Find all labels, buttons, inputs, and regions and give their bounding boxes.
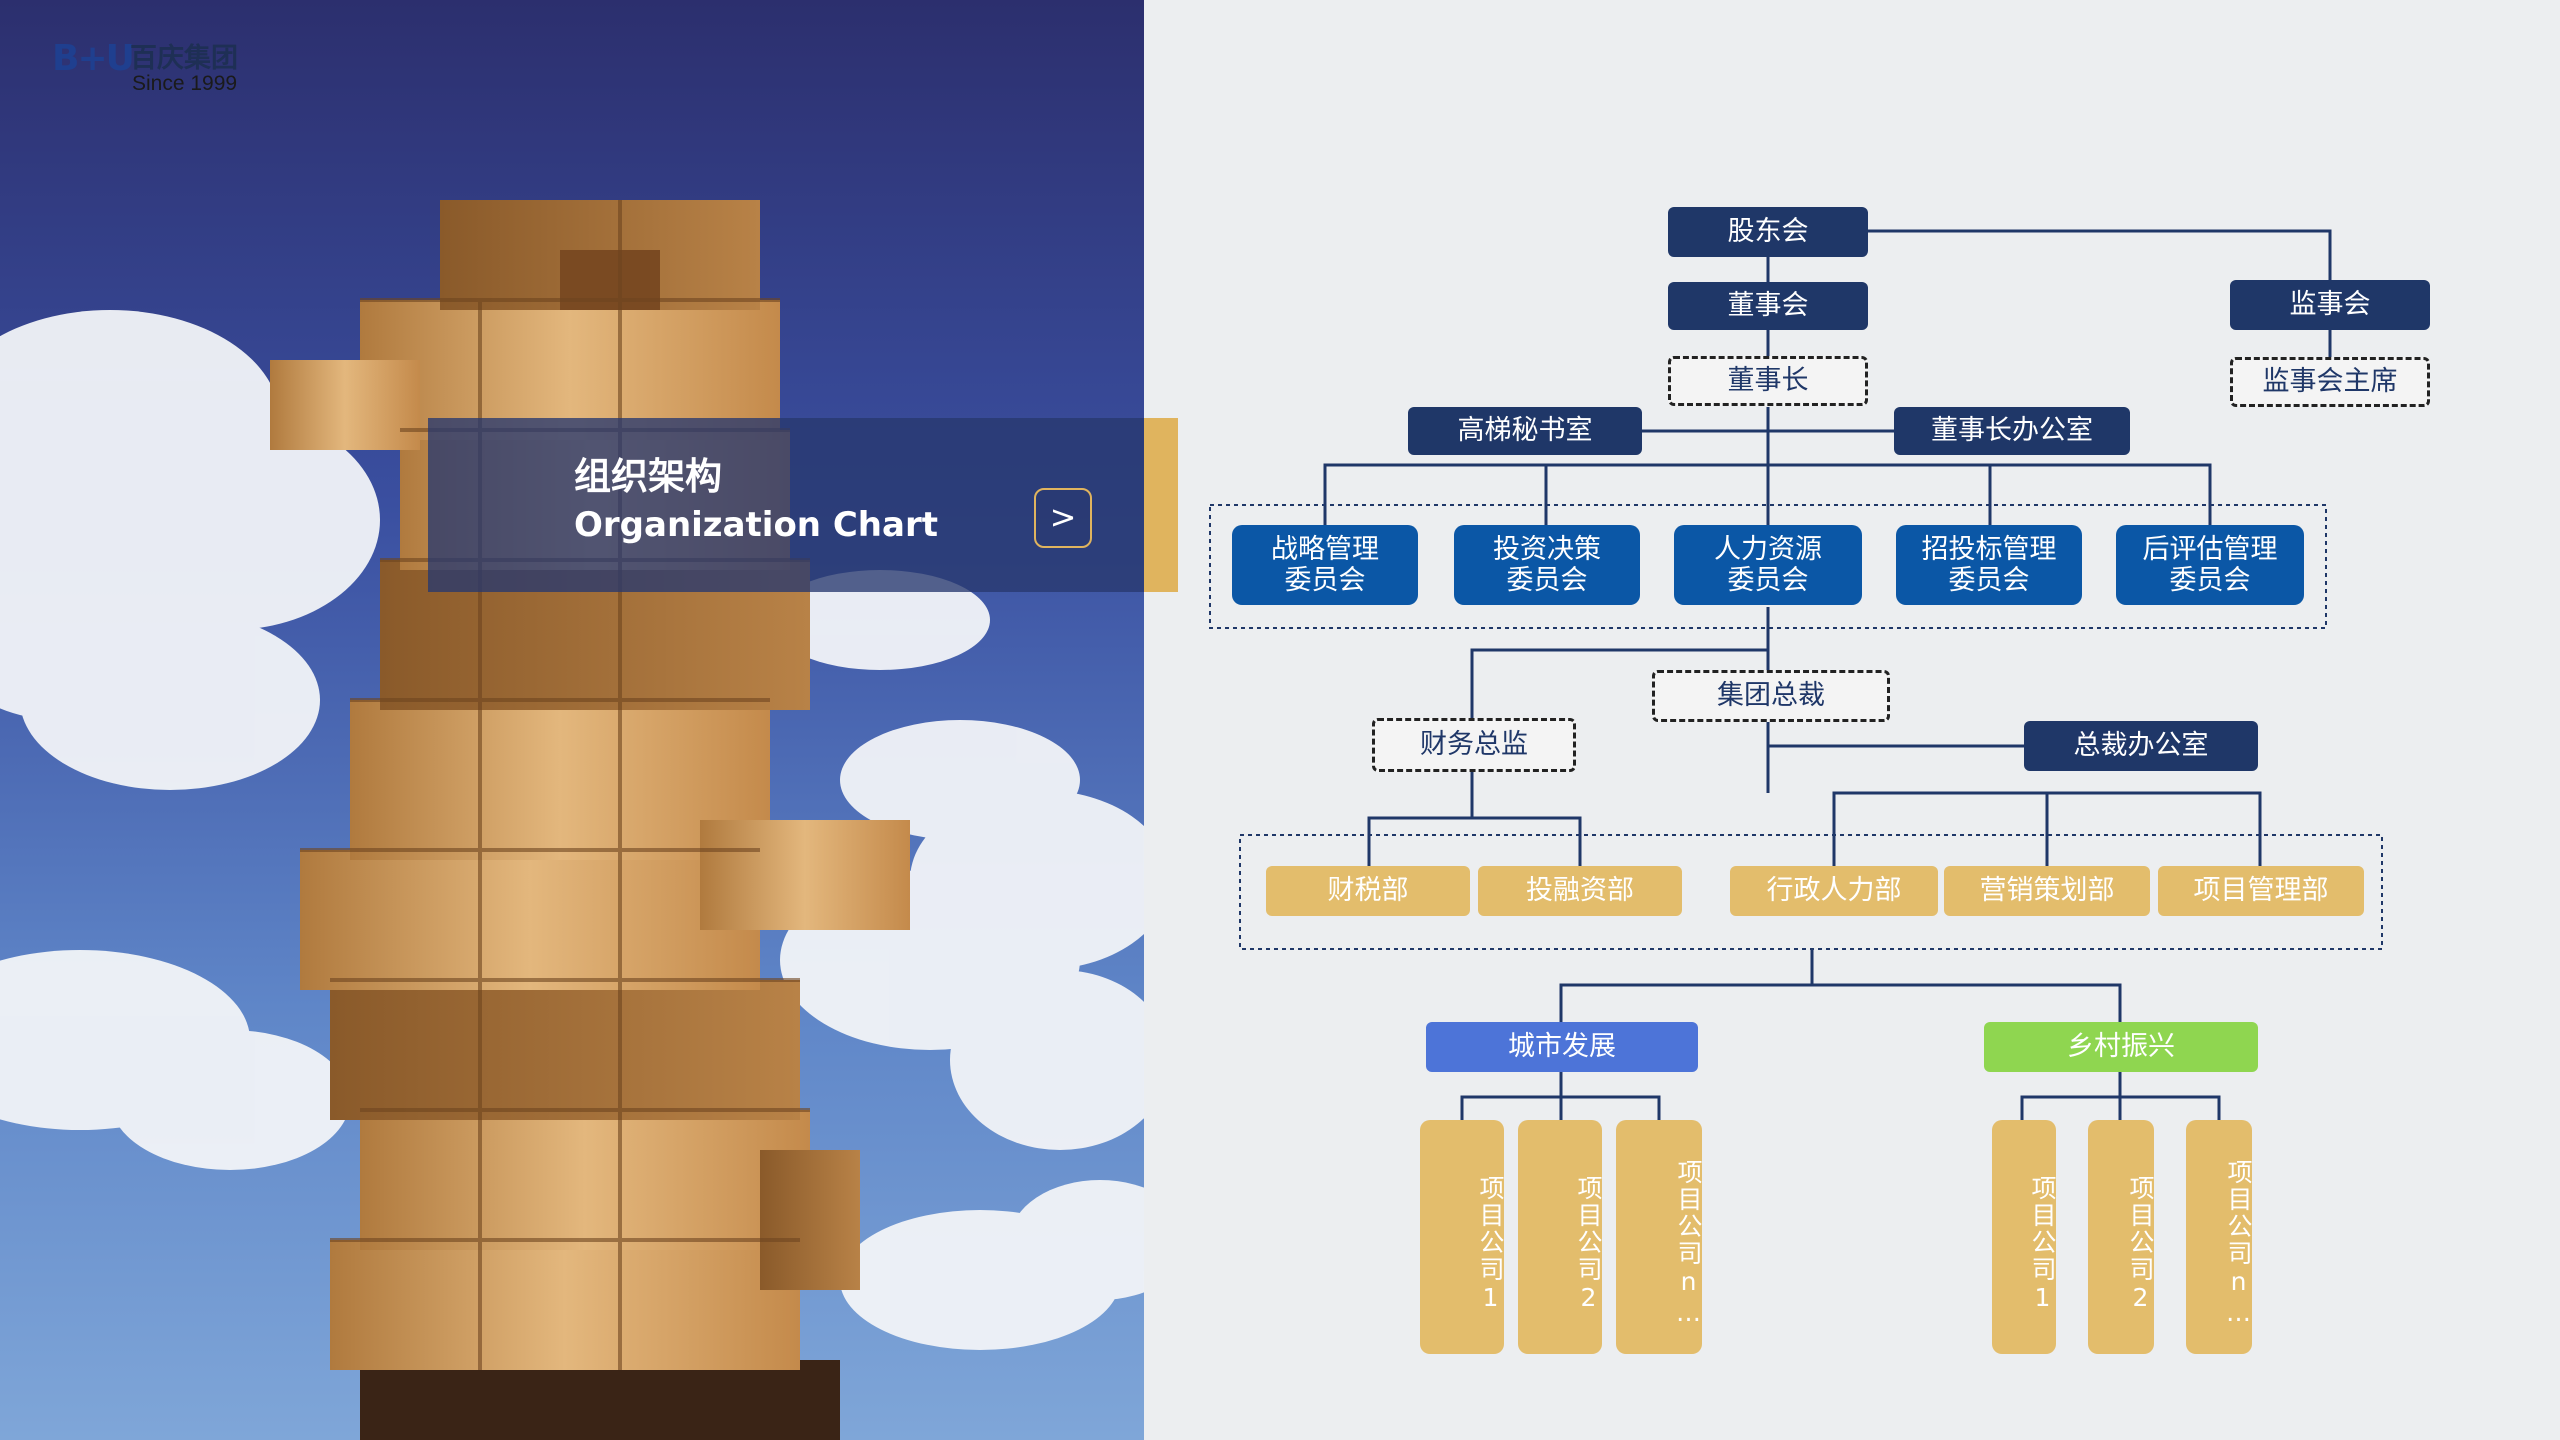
node-cfo: 财务总监: [1372, 718, 1576, 772]
title-panel: [428, 418, 1144, 592]
title-accent-bar: [1144, 418, 1178, 592]
logo-since: Since 1999: [132, 72, 238, 95]
node-rural-project-1: 项目公司1: [1992, 1120, 2057, 1354]
node-rural-revitalization: 乡村振兴: [1984, 1022, 2258, 1072]
node-committee-investment: 投资决策 委员会: [1454, 525, 1640, 605]
page-title-en: Organization Chart: [574, 505, 938, 545]
hero-photo: [0, 0, 1144, 1440]
node-dept-project-mgmt: 项目管理部: [2158, 866, 2364, 916]
node-board: 董事会: [1668, 282, 1868, 330]
node-city-project-1: 项目公司1: [1420, 1120, 1505, 1354]
node-president: 集团总裁: [1652, 670, 1890, 722]
node-supervisory-chair: 监事会主席: [2230, 357, 2430, 407]
node-chairman: 董事长: [1668, 356, 1868, 406]
node-dept-financing: 投融资部: [1478, 866, 1682, 916]
node-dept-tax: 财税部: [1266, 866, 1470, 916]
org-chart-connectors: [1209, 229, 2383, 1120]
node-committee-strategy: 战略管理 委员会: [1232, 525, 1418, 605]
node-rural-project-n: 项目公司n…: [2186, 1120, 2253, 1354]
node-committee-evaluation: 后评估管理 委员会: [2116, 525, 2304, 605]
node-committee-hr: 人力资源 委员会: [1674, 525, 1862, 605]
node-city-development: 城市发展: [1426, 1022, 1698, 1072]
company-logo: B+U 百庆集团 Since 1999: [48, 34, 308, 104]
logo-mark: B+U: [52, 38, 135, 79]
node-committee-bidding: 招投标管理 委员会: [1896, 525, 2082, 605]
page-title-cn: 组织架构: [574, 455, 722, 498]
node-supervisory-board: 监事会: [2230, 280, 2430, 330]
node-rural-project-2: 项目公司2: [2088, 1120, 2155, 1354]
node-city-project-n: 项目公司n…: [1616, 1120, 1703, 1354]
node-senior-secretary: 高梯秘书室: [1408, 407, 1642, 455]
node-shareholders: 股东会: [1668, 207, 1868, 257]
node-chairman-office: 董事长办公室: [1894, 407, 2130, 455]
node-city-project-2: 项目公司2: [1518, 1120, 1603, 1354]
node-dept-admin-hr: 行政人力部: [1730, 866, 1938, 916]
org-chart: 股东会 董事会 监事会 董事长 监事会主席 高梯秘书室 董事长办公室 战略管理 …: [1144, 0, 2560, 1440]
logo-name: 百庆集团: [130, 43, 238, 74]
node-president-office: 总裁办公室: [2024, 721, 2258, 771]
next-button[interactable]: >: [1034, 488, 1092, 548]
node-dept-marketing: 营销策划部: [1944, 866, 2150, 916]
